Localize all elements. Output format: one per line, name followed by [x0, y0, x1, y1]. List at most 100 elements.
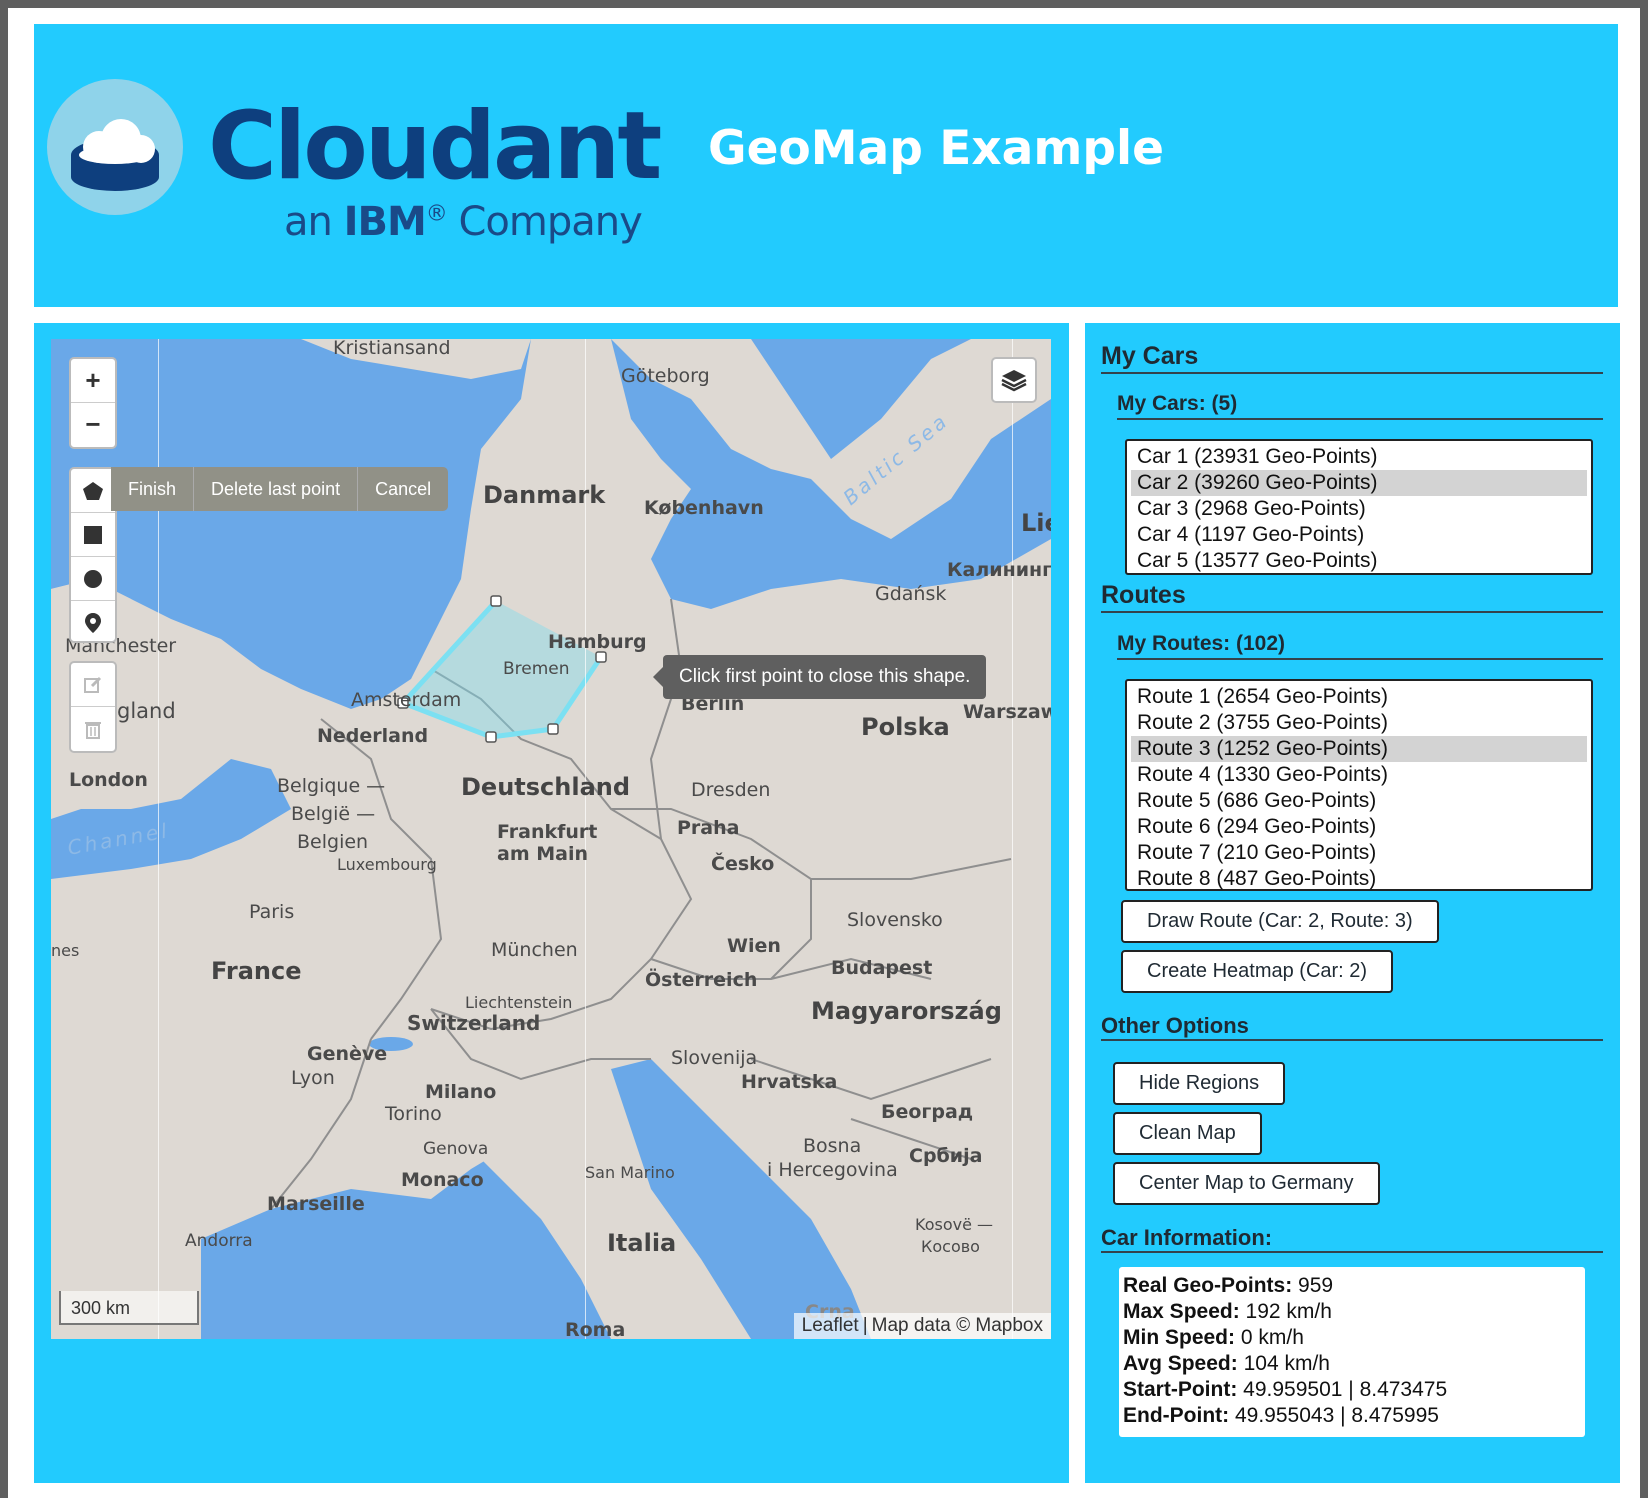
- map-label: Hamburg: [548, 631, 647, 653]
- car-information-heading: Car Information:: [1101, 1225, 1273, 1250]
- map-label: Roma: [565, 1319, 626, 1340]
- info-max-speed: Max Speed: 192 km/h: [1123, 1299, 1581, 1325]
- page-title: GeoMap Example: [708, 121, 1164, 176]
- car-option-3[interactable]: Car 3 (2968 Geo-Points): [1137, 497, 1366, 520]
- route-option-5[interactable]: Route 5 (686 Geo-Points): [1137, 789, 1377, 812]
- map-label: Italia: [607, 1229, 677, 1257]
- map-label: Budapest: [831, 957, 933, 979]
- edit-toolbar: [69, 661, 117, 753]
- draw-tooltip: Click first point to close this shape.: [652, 655, 987, 699]
- route-option-2[interactable]: Route 2 (3755 Geo-Points): [1137, 711, 1388, 734]
- map-label: France: [211, 957, 302, 985]
- map-label: København: [644, 497, 764, 519]
- tile-seam: [585, 339, 586, 1339]
- layers-icon: [1001, 370, 1027, 392]
- route-option-4[interactable]: Route 4 (1330 Geo-Points): [1137, 763, 1388, 786]
- draw-polygon-button[interactable]: [71, 469, 115, 513]
- info-start-point: Start-Point: 49.959501 | 8.473475: [1123, 1377, 1581, 1403]
- draw-route-button[interactable]: Draw Route (Car: 2, Route: 3): [1121, 900, 1439, 943]
- info-real-points: Real Geo-Points: 959: [1123, 1273, 1581, 1299]
- divider: [1117, 658, 1603, 660]
- map-label: Wien: [727, 935, 781, 957]
- car-option-4[interactable]: Car 4 (1197 Geo-Points): [1137, 523, 1365, 546]
- trash-icon: [85, 721, 101, 739]
- map-label: Torino: [385, 1103, 442, 1125]
- map-label: i Hercegovina: [767, 1159, 898, 1181]
- car-option-5[interactable]: Car 5 (13577 Geo-Points): [1137, 549, 1378, 572]
- car-option-1[interactable]: Car 1 (23931 Geo-Points): [1137, 445, 1378, 468]
- map-label: am Main: [497, 843, 589, 865]
- zoom-in-button[interactable]: +: [71, 359, 115, 403]
- draw-circle-button[interactable]: [71, 557, 115, 601]
- map-label: Magyarország: [811, 997, 1002, 1025]
- map-label: London: [69, 769, 148, 791]
- mapbox-attribution: Map data © Mapbox: [871, 1315, 1043, 1336]
- route-option-3[interactable]: Route 3 (1252 Geo-Points): [1131, 736, 1587, 762]
- draw-toolbar: [69, 467, 117, 643]
- route-option-7[interactable]: Route 7 (210 Geo-Points): [1137, 841, 1377, 864]
- cancel-button[interactable]: Cancel: [357, 467, 448, 511]
- logo-subtitle: an IBM® Company: [284, 199, 643, 245]
- logo-sub-reg: ®: [425, 201, 448, 227]
- map-label: Warszaw: [963, 701, 1051, 723]
- edit-icon: [84, 676, 102, 693]
- center-map-button[interactable]: Center Map to Germany: [1113, 1162, 1380, 1205]
- create-heatmap-button[interactable]: Create Heatmap (Car: 2): [1121, 950, 1394, 993]
- logo-wordmark: Cloudant: [208, 92, 662, 201]
- route-option-6[interactable]: Route 6 (294 Geo-Points): [1137, 815, 1377, 838]
- info-value: 192 km/h: [1245, 1300, 1332, 1323]
- cloud-database-icon: [71, 119, 159, 191]
- logo-sub-brand: IBM: [343, 199, 427, 245]
- map-label: Lie: [1021, 509, 1051, 537]
- tile-seam: [158, 339, 159, 1339]
- map-label: Genève: [307, 1043, 388, 1065]
- zoom-out-button[interactable]: −: [85, 409, 101, 439]
- map-label: Gdańsk: [875, 583, 947, 605]
- scale-bar: 300 km: [59, 1291, 199, 1325]
- map-label: München: [491, 939, 578, 961]
- map-label: nes: [51, 941, 80, 960]
- hide-regions-button[interactable]: Hide Regions: [1113, 1062, 1286, 1105]
- map-label: Dresden: [691, 779, 771, 801]
- map-label: Berlin: [681, 693, 745, 715]
- car-option-2[interactable]: Car 2 (39260 Geo-Points): [1131, 470, 1587, 496]
- map-label: Česko: [711, 853, 775, 875]
- my-cars-subheading: My Cars: (5): [1117, 392, 1238, 415]
- delete-last-point-button[interactable]: Delete last point: [193, 467, 357, 511]
- map-label: België —: [291, 803, 376, 825]
- draw-rectangle-button[interactable]: [71, 513, 115, 557]
- cars-listbox[interactable]: Car 1 (23931 Geo-Points) Car 2 (39260 Ge…: [1125, 439, 1593, 575]
- divider: [1101, 611, 1603, 613]
- edit-layers-button[interactable]: [71, 663, 115, 707]
- info-value: 959: [1298, 1274, 1334, 1297]
- map-label: Косово: [921, 1237, 980, 1256]
- other-options-heading: Other Options: [1101, 1013, 1249, 1038]
- info-label: Real Geo-Points:: [1123, 1274, 1293, 1297]
- delete-layers-button[interactable]: [71, 707, 115, 750]
- divider: [1101, 372, 1603, 374]
- leaflet-link[interactable]: Leaflet: [801, 1315, 859, 1336]
- route-option-1[interactable]: Route 1 (2654 Geo-Points): [1137, 685, 1388, 708]
- polygon-icon: [83, 481, 103, 500]
- map-label: Београд: [881, 1101, 974, 1123]
- my-routes-subheading: My Routes: (102): [1117, 632, 1286, 655]
- zoom-control: + −: [69, 357, 117, 449]
- map-label: Bremen: [503, 659, 570, 679]
- routes-heading: Routes: [1101, 581, 1186, 609]
- divider: [1101, 1039, 1603, 1041]
- info-label: Avg Speed:: [1123, 1352, 1238, 1375]
- route-option-8[interactable]: Route 8 (487 Geo-Points): [1137, 867, 1377, 890]
- map-label: Milano: [425, 1081, 497, 1103]
- clean-map-button[interactable]: Clean Map: [1113, 1112, 1262, 1155]
- map-label: Monaco: [401, 1169, 484, 1191]
- routes-listbox[interactable]: Route 1 (2654 Geo-Points) Route 2 (3755 …: [1125, 679, 1593, 891]
- map-label: Switzerland: [407, 1011, 541, 1035]
- map-panel: Kristiansand Göteborg Baltic Sea Danmark…: [34, 323, 1069, 1483]
- my-cars-heading: My Cars: [1101, 342, 1199, 370]
- layers-button[interactable]: [991, 357, 1037, 403]
- logo-sub-pre: an: [284, 199, 344, 245]
- draw-marker-button[interactable]: [71, 601, 115, 644]
- finish-button[interactable]: Finish: [128, 479, 177, 499]
- map-label: Paris: [249, 901, 295, 923]
- map-view[interactable]: Kristiansand Göteborg Baltic Sea Danmark…: [51, 339, 1051, 1339]
